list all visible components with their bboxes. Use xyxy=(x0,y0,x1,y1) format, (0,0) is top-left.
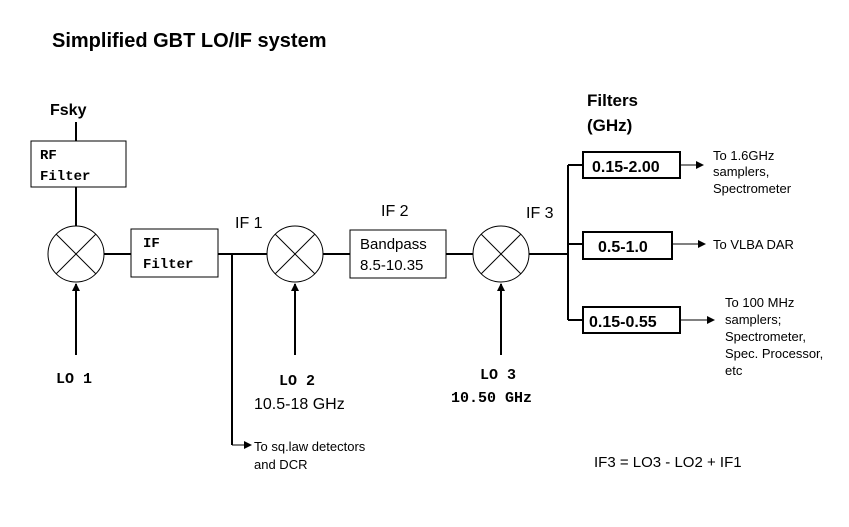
filter-2-box xyxy=(582,231,673,260)
if-filter-label-line2: Filter xyxy=(143,257,193,273)
rf-filter-label-line2: Filter xyxy=(40,169,90,185)
filters-header-line1: Filters xyxy=(587,91,638,110)
filter-3-dest-line5: etc xyxy=(725,363,743,378)
filter-1-dest-line3: Spectrometer xyxy=(713,181,792,196)
bandpass-label-line1: Bandpass xyxy=(360,236,427,253)
filter-3-label: 0.15-0.55 xyxy=(589,314,657,331)
bandpass-label-line2: 8.5-10.35 xyxy=(360,257,423,274)
lo3-range: 10.50 GHz xyxy=(451,390,532,407)
filter-3-dest-line4: Spec. Processor, xyxy=(725,346,823,361)
detector-tap-label-line2: and DCR xyxy=(254,457,307,472)
if-filter-label-line1: IF xyxy=(143,236,160,252)
lo1-label: LO 1 xyxy=(56,371,92,388)
filter-1-label: 0.15-2.00 xyxy=(592,159,660,176)
filter-2-dest-line1: To VLBA DAR xyxy=(713,237,794,252)
rf-filter-label-line1: RF xyxy=(40,148,57,164)
if3-label: IF 3 xyxy=(526,205,554,222)
filter-1-dest-line1: To 1.6GHz xyxy=(713,148,774,163)
mixer-1 xyxy=(47,225,105,283)
fsky-label: Fsky xyxy=(50,102,87,119)
filter-1-dest-line2: samplers, xyxy=(713,164,769,179)
diagram-title: Simplified GBT LO/IF system xyxy=(52,30,327,52)
if2-label: IF 2 xyxy=(381,203,409,220)
filter-3-dest-line3: Spectrometer, xyxy=(725,329,806,344)
if3-equation: IF3 = LO3 - LO2 + IF1 xyxy=(594,454,742,471)
mixer-2 xyxy=(266,225,324,283)
rf-filter-box xyxy=(30,140,127,188)
mixer-3 xyxy=(472,225,530,283)
filter-2-label: 0.5-1.0 xyxy=(598,239,648,256)
filter-3-dest-line1: To 100 MHz xyxy=(725,295,794,310)
detector-tap-label-line1: To sq.law detectors xyxy=(254,439,366,454)
lo2-label: LO 2 xyxy=(279,373,315,390)
if1-label: IF 1 xyxy=(235,215,263,232)
lo3-label: LO 3 xyxy=(480,367,516,384)
bandpass-box xyxy=(349,229,447,279)
if-filter-box xyxy=(130,228,219,278)
filter-3-dest-line2: samplers; xyxy=(725,312,781,327)
filters-header-line2: (GHz) xyxy=(587,116,632,135)
lo2-range: 10.5-18 GHz xyxy=(254,396,345,413)
